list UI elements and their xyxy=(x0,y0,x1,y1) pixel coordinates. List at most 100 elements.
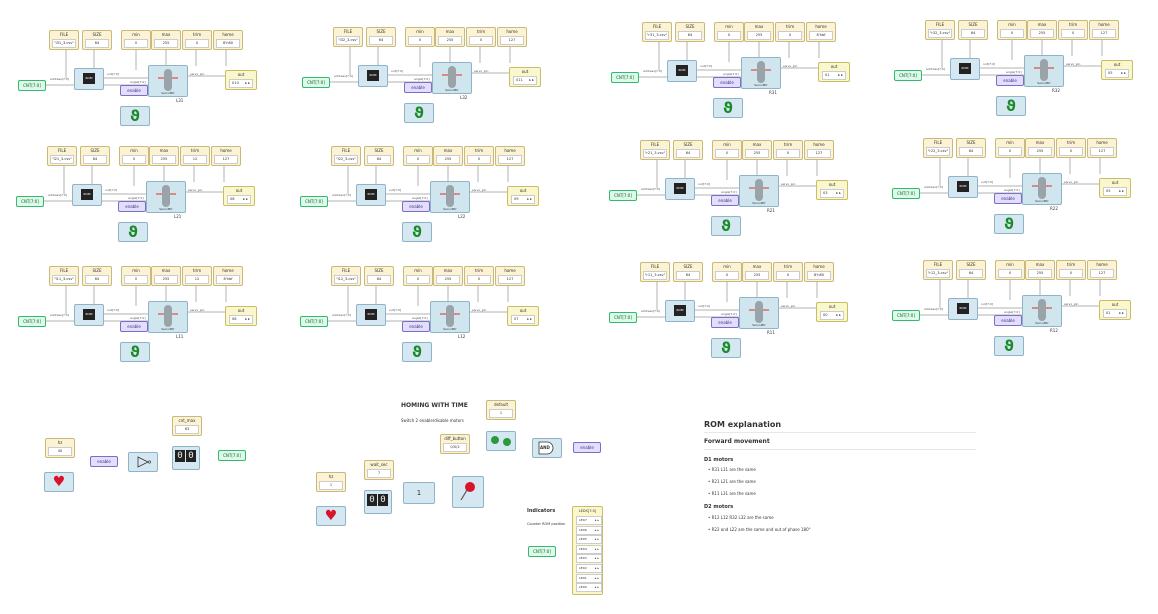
min-param[interactable]: min 0 xyxy=(121,30,151,50)
size-param[interactable]: SIZE 64 xyxy=(364,146,394,166)
home-value[interactable]: 8'h80 xyxy=(216,39,240,48)
rom-block[interactable]: ROM xyxy=(665,300,695,322)
max-value[interactable]: 255 xyxy=(152,155,176,164)
size-value[interactable]: 64 xyxy=(85,39,109,48)
rom-block[interactable]: ROM xyxy=(665,178,695,200)
file-value[interactable]: "r12_3.csv" xyxy=(926,269,950,278)
enable-block[interactable]: enable xyxy=(711,317,739,328)
max-value[interactable]: 255 xyxy=(745,149,769,158)
size-param[interactable]: SIZE 64 xyxy=(364,266,394,286)
home-value[interactable]: 127 xyxy=(500,36,524,45)
min-param[interactable]: min 0 xyxy=(121,266,151,286)
cnt-max-value[interactable]: 63 xyxy=(175,425,199,434)
home-param[interactable]: home 127 xyxy=(497,27,527,47)
servo-motor-icon[interactable]: ServoMtr xyxy=(739,175,779,207)
home-param[interactable]: home 127 xyxy=(495,146,525,166)
min-value[interactable]: 0 xyxy=(124,275,148,284)
min-value[interactable]: 0 xyxy=(998,147,1022,156)
led-arrows-icon[interactable]: ▸ ▸ xyxy=(595,527,599,532)
home-value[interactable]: 8'h80 xyxy=(807,271,831,280)
enable-block[interactable]: enable xyxy=(120,85,148,96)
rom-block[interactable]: ROM xyxy=(358,65,388,87)
min-value[interactable]: 0 xyxy=(715,271,739,280)
home-param[interactable]: home 127 xyxy=(495,266,525,286)
size-param[interactable]: SIZE 64 xyxy=(673,262,703,282)
trim-param[interactable]: trim 0 xyxy=(466,27,496,47)
enable-block[interactable]: enable xyxy=(402,321,430,332)
file-param[interactable]: FILE "r22_3.csv" xyxy=(923,138,953,158)
home-param[interactable]: home 8'hbf xyxy=(806,22,836,42)
led-arrows-icon[interactable]: ▸ ▸ xyxy=(595,566,599,570)
servo-motor-icon[interactable]: ServoMtr xyxy=(1024,55,1064,87)
diff-button-value[interactable]: 0/0/2 xyxy=(443,443,467,452)
out-arrows-icon[interactable]: ▸ ▸ xyxy=(836,313,841,317)
size-param[interactable]: SIZE 64 xyxy=(673,140,703,160)
trim-param[interactable]: trim 0 xyxy=(464,266,494,286)
trim-value[interactable]: 0 xyxy=(469,36,493,45)
trim-param[interactable]: trim 0 xyxy=(182,30,212,50)
size-param[interactable]: SIZE 64 xyxy=(366,27,396,47)
min-param[interactable]: min 0 xyxy=(995,138,1025,158)
servo-motor-icon[interactable]: ServoMtr xyxy=(148,301,188,333)
min-value[interactable]: 0 xyxy=(1000,29,1024,38)
min-param[interactable]: min 0 xyxy=(403,266,433,286)
home-value[interactable]: 8'hbf xyxy=(216,275,240,284)
file-value[interactable]: "r22_3.csv" xyxy=(926,147,950,156)
file-value[interactable]: "l11_3.csv" xyxy=(52,275,76,284)
max-param[interactable]: max 255 xyxy=(744,22,774,42)
max-value[interactable]: 255 xyxy=(436,275,460,284)
rom-block[interactable]: ROM xyxy=(356,304,386,326)
max-value[interactable]: 255 xyxy=(154,39,178,48)
min-param[interactable]: min 0 xyxy=(712,262,742,282)
min-value[interactable]: 0 xyxy=(406,275,430,284)
size-value[interactable]: 64 xyxy=(961,29,985,38)
led-arrows-icon[interactable]: ▸ ▸ xyxy=(595,537,599,542)
size-value[interactable]: 64 xyxy=(959,147,983,156)
servo-motor-icon[interactable]: ServoMtr xyxy=(1022,295,1062,327)
out-arrows-icon[interactable]: ▸ ▸ xyxy=(836,191,841,195)
wait-sec-value[interactable]: 7 xyxy=(367,469,391,478)
enable-block[interactable]: enable xyxy=(994,193,1022,204)
min-param[interactable]: min 0 xyxy=(405,27,435,47)
clock-icon[interactable]: ϑ xyxy=(120,106,150,126)
max-param[interactable]: max 255 xyxy=(1025,260,1055,280)
min-value[interactable]: 0 xyxy=(715,149,739,158)
trim-value[interactable]: 12 xyxy=(185,275,209,284)
file-param[interactable]: FILE "l32_3.csv" xyxy=(333,27,363,47)
pin-icon[interactable] xyxy=(452,476,484,508)
file-value[interactable]: "r31_3.csv" xyxy=(645,31,669,40)
min-value[interactable]: 0 xyxy=(406,155,430,164)
clock-icon[interactable]: ϑ xyxy=(118,222,148,242)
min-value[interactable]: 0 xyxy=(408,36,432,45)
size-value[interactable]: 64 xyxy=(369,36,393,45)
enable-block[interactable]: enable xyxy=(994,315,1022,326)
min-param[interactable]: min 0 xyxy=(119,146,149,166)
servo-motor-icon[interactable]: ServoMtr xyxy=(430,181,470,213)
size-value[interactable]: 64 xyxy=(959,269,983,278)
home-param[interactable]: home 127 xyxy=(1087,260,1117,280)
servo-motor-icon[interactable]: ServoMtr xyxy=(146,181,186,213)
file-param[interactable]: FILE "r21_3.csv" xyxy=(640,140,670,160)
clock-icon[interactable]: ϑ xyxy=(404,103,434,123)
out-arrows-icon[interactable]: ▸ ▸ xyxy=(527,197,532,201)
led-arrows-icon[interactable]: ▸ ▸ xyxy=(595,518,599,522)
rom-block[interactable]: ROM xyxy=(74,304,104,326)
trim-param[interactable]: trim 12 xyxy=(182,266,212,286)
max-value[interactable]: 255 xyxy=(1028,269,1052,278)
homing-enable-block[interactable]: enable xyxy=(573,442,601,453)
trim-param[interactable]: trim 0 xyxy=(775,22,805,42)
max-param[interactable]: max 255 xyxy=(151,30,181,50)
max-value[interactable]: 255 xyxy=(436,155,460,164)
file-param[interactable]: FILE "l12_3.csv" xyxy=(331,266,361,286)
trim-value[interactable]: 0 xyxy=(1059,147,1083,156)
max-param[interactable]: max 255 xyxy=(742,262,772,282)
home-param[interactable]: home 127 xyxy=(1089,20,1119,40)
size-value[interactable]: 64 xyxy=(676,271,700,280)
size-param[interactable]: SIZE 64 xyxy=(958,20,988,40)
rom-block[interactable]: ROM xyxy=(667,60,697,82)
home-param[interactable]: home 127 xyxy=(804,140,834,160)
max-param[interactable]: max 255 xyxy=(433,146,463,166)
servo-motor-icon[interactable]: ServoMtr xyxy=(741,57,781,89)
led-arrows-icon[interactable]: ▸ ▸ xyxy=(595,556,599,561)
trim-value[interactable]: 12 xyxy=(183,155,207,164)
